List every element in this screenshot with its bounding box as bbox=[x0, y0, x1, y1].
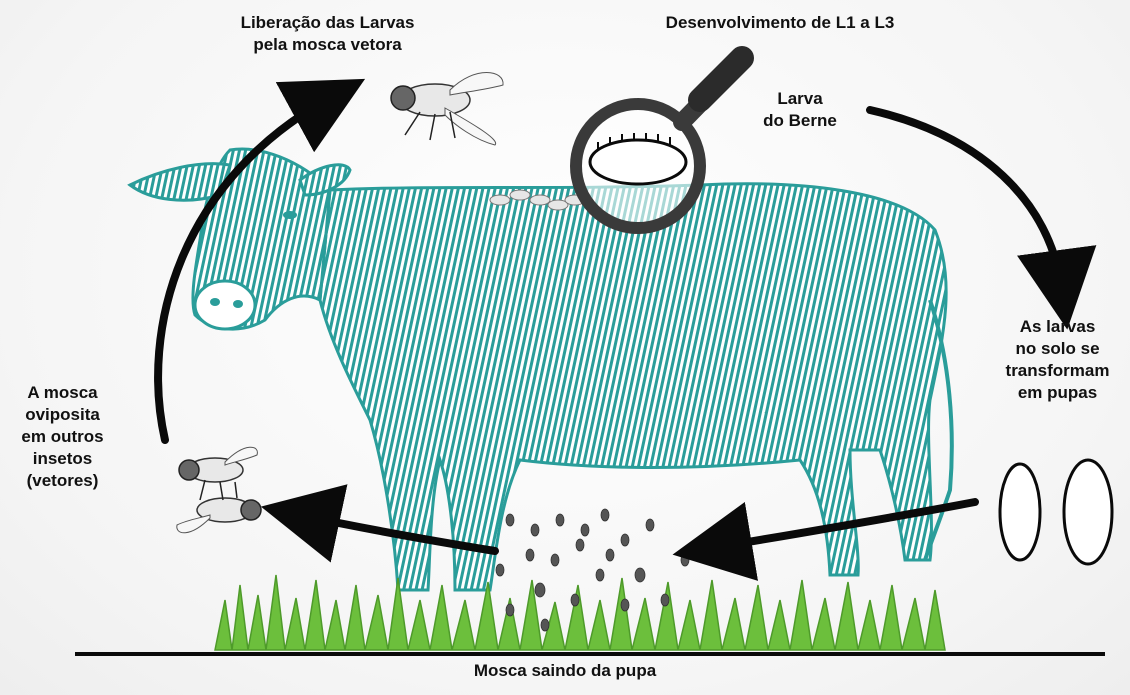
label-larva: Larva do Berne bbox=[745, 88, 855, 132]
label-larvae-release: Liberação das Larvas pela mosca vetora bbox=[200, 12, 455, 56]
label-line: A mosca bbox=[0, 382, 125, 404]
fly-swarm bbox=[496, 509, 689, 631]
label-line: Liberação das Larvas bbox=[200, 12, 455, 34]
pupa-icon bbox=[1000, 460, 1112, 564]
label-pupa-exit: Mosca saindo da pupa bbox=[400, 660, 730, 682]
label-development: Desenvolvimento de L1 a L3 bbox=[630, 12, 930, 34]
cattle-illustration bbox=[130, 149, 952, 590]
label-line: insetos bbox=[0, 448, 125, 470]
label-line: em outros bbox=[0, 426, 125, 448]
fly-icon bbox=[391, 73, 503, 146]
fly-pair-icon bbox=[177, 447, 261, 533]
label-line: As larvas bbox=[985, 316, 1130, 338]
label-line: em pupas bbox=[985, 382, 1130, 404]
label-soil-pupae: As larvas no solo se transformam em pupa… bbox=[985, 316, 1130, 404]
grass-illustration bbox=[215, 575, 945, 650]
label-line: do Berne bbox=[745, 110, 855, 132]
label-line: transformam bbox=[985, 360, 1130, 382]
label-line: (vetores) bbox=[0, 470, 125, 492]
label-line: Larva bbox=[745, 88, 855, 110]
label-line: no solo se bbox=[985, 338, 1130, 360]
label-line: oviposita bbox=[0, 404, 125, 426]
label-line: pela mosca vetora bbox=[200, 34, 455, 56]
label-oviposit: A mosca oviposita em outros insetos (vet… bbox=[0, 382, 125, 492]
